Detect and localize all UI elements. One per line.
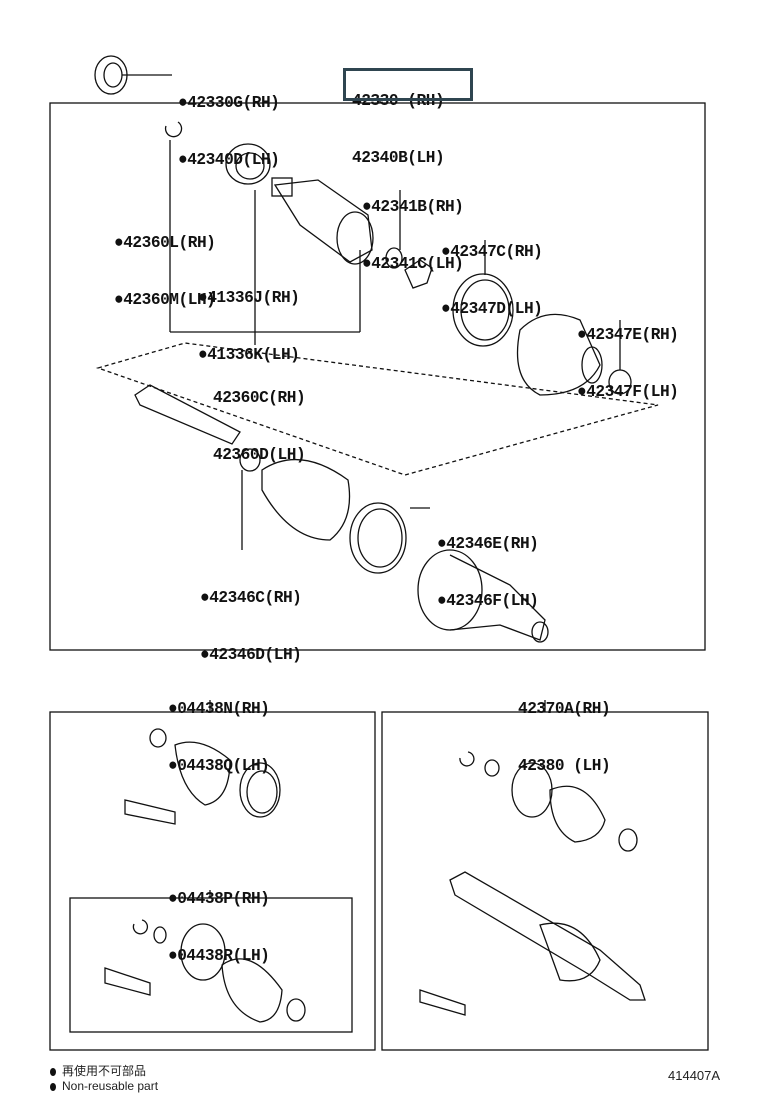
legend-english: Non-reusable part [50, 1079, 158, 1093]
part-number[interactable]: ●42346E(RH) [437, 535, 539, 554]
diagram-code: 414407A [668, 1068, 721, 1083]
part-number[interactable]: ●42346C(RH) [200, 589, 302, 608]
part-number[interactable]: ●42347C(RH) [441, 243, 543, 262]
label-seal-part-numbers: ●42330G(RH) ●42340D(LH) [178, 56, 280, 189]
part-number[interactable]: 42330 (RH) [352, 92, 445, 111]
part-number[interactable]: 42360D(LH) [213, 446, 306, 465]
inboard-joint-dashed-outline [95, 342, 659, 476]
legend-text: 再使用不可部品 [62, 1064, 147, 1078]
bullet-icon [50, 1067, 56, 1076]
part-number[interactable]: ●42347D(LH) [441, 300, 543, 319]
label-boot-kit-2: ●04438P(RH) ●04438R(LH) [168, 852, 270, 985]
part-number[interactable]: ●42360M(LH) [114, 291, 216, 310]
label-snap-ring-inner: ●42341B(RH) ●42341C(LH) [362, 160, 464, 293]
label-snap-ring-left: ●42360L(RH) ●42360M(LH) [114, 196, 216, 329]
label-assembly-part-numbers: 42330 (RH) 42340B(LH) [352, 54, 445, 187]
part-number[interactable]: ●42347F(LH) [577, 383, 679, 402]
part-number[interactable]: 42360C(RH) [213, 389, 306, 408]
part-number[interactable]: ●04438R(LH) [168, 947, 270, 966]
label-inboard-joint: 42360C(RH) 42360D(LH) [213, 351, 306, 484]
part-number[interactable]: ●41336J(RH) [198, 289, 300, 308]
part-number[interactable]: ●04438Q(LH) [168, 757, 270, 776]
part-number[interactable]: ●04438N(RH) [168, 700, 270, 719]
inner-boot-kit-frame [69, 897, 353, 1033]
part-number[interactable]: 42370A(RH) [518, 700, 611, 719]
boot-kit-frame [49, 711, 376, 1051]
main-assembly-frame [49, 102, 706, 651]
part-number[interactable]: ●04438P(RH) [168, 890, 270, 909]
part-number[interactable]: ●42347E(RH) [577, 326, 679, 345]
part-number[interactable]: ●42346F(LH) [437, 592, 539, 611]
label-shaft-assy: 42370A(RH) 42380 (LH) [518, 662, 611, 795]
part-number[interactable]: ●42360L(RH) [114, 234, 216, 253]
label-boot-kit-1: ●04438N(RH) ●04438Q(LH) [168, 662, 270, 795]
legend-text: Non-reusable part [62, 1079, 159, 1093]
legend-japanese: 再使用不可部品 [50, 1062, 146, 1079]
part-number-highlighted[interactable]: 42340B(LH) [352, 149, 445, 168]
part-number[interactable]: ●42340D(LH) [178, 151, 280, 170]
label-seal-41336: ●41336J(RH) ●41336K(LH) [198, 251, 300, 384]
label-boot-clamp-e: ●42347E(RH) ●42347F(LH) [577, 288, 679, 421]
part-number[interactable]: 42380 (LH) [518, 757, 611, 776]
bullet-icon [50, 1082, 56, 1091]
part-number[interactable]: ●42330G(RH) [178, 94, 280, 113]
selected-part-highlight [343, 68, 473, 101]
part-number[interactable]: ●42346D(LH) [200, 646, 302, 665]
part-number[interactable]: ●41336K(LH) [198, 346, 300, 365]
label-boot-clamp-outer: ●42346E(RH) ●42346F(LH) [437, 497, 539, 630]
label-boot-clamp-c: ●42347C(RH) ●42347D(LH) [441, 205, 543, 338]
label-boot-clamp-small: ●42346C(RH) ●42346D(LH) [200, 551, 302, 684]
part-number[interactable]: ●42341C(LH) [362, 255, 464, 274]
part-number[interactable]: ●42341B(RH) [362, 198, 464, 217]
